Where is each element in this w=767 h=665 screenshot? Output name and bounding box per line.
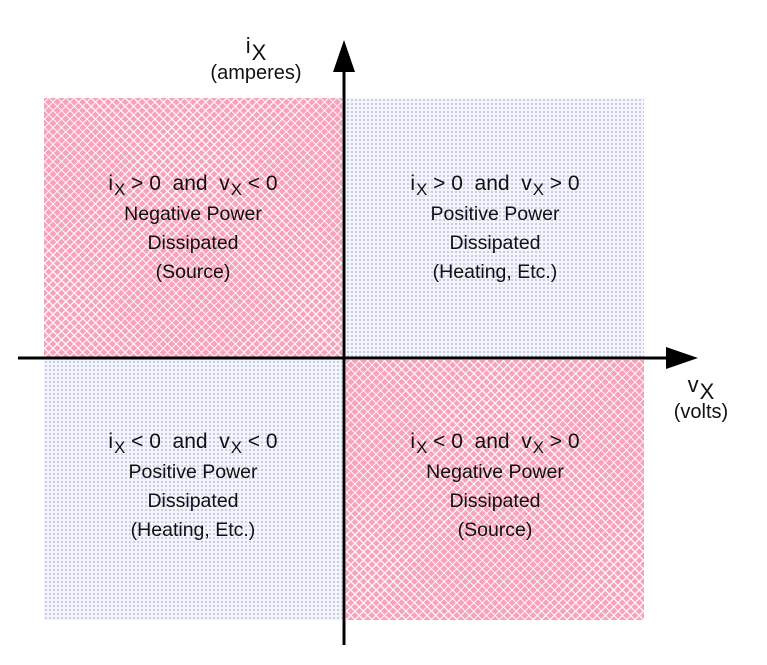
y-axis-arrowhead: [333, 40, 355, 72]
quadrant-top-left: iX > 0 and vX < 0 Negative Power Dissipa…: [44, 98, 342, 357]
quadrant-bottom-left-text: iX < 0 and vX < 0 Positive Power Dissipa…: [44, 426, 342, 545]
condition-label: iX > 0 and vX < 0: [108, 172, 278, 200]
power-label: Positive Power: [128, 461, 258, 483]
x-axis-label: vX (volts): [656, 372, 746, 425]
power-label: Positive Power: [430, 203, 560, 225]
quadrant-top-right: iX > 0 and vX > 0 Positive Power Dissipa…: [346, 98, 644, 357]
quadrant-top-right-text: iX > 0 and vX > 0 Positive Power Dissipa…: [346, 168, 644, 287]
dissipated-label: Dissipated: [449, 232, 541, 254]
role-label: (Source): [155, 261, 231, 283]
y-axis-label: iX (amperes): [196, 33, 316, 86]
role-label: (Heating, Etc.): [130, 519, 256, 541]
x-axis-arrowhead: [666, 347, 698, 369]
y-axis-variable: iX: [245, 33, 267, 65]
power-label: Negative Power: [124, 203, 262, 225]
condition-label: iX > 0 and vX > 0: [410, 172, 580, 200]
quadrant-top-left-text: iX > 0 and vX < 0 Negative Power Dissipa…: [44, 168, 342, 287]
condition-label: iX < 0 and vX > 0: [410, 430, 580, 458]
x-axis-variable: vX: [687, 372, 715, 404]
quadrant-bottom-right-text: iX < 0 and vX > 0 Negative Power Dissipa…: [346, 426, 644, 545]
role-label: (Source): [457, 519, 533, 541]
condition-label: iX < 0 and vX < 0: [108, 430, 278, 458]
dissipated-label: Dissipated: [147, 232, 239, 254]
quadrant-bottom-right: iX < 0 and vX > 0 Negative Power Dissipa…: [346, 360, 644, 620]
dissipated-label: Dissipated: [147, 490, 239, 512]
y-axis-unit: (amperes): [210, 62, 302, 84]
x-axis-unit: (volts): [673, 401, 729, 423]
power-label: Negative Power: [426, 461, 564, 483]
role-label: (Heating, Etc.): [432, 261, 558, 283]
quadrant-bottom-left: iX < 0 and vX < 0 Positive Power Dissipa…: [44, 360, 342, 620]
dissipated-label: Dissipated: [449, 490, 541, 512]
